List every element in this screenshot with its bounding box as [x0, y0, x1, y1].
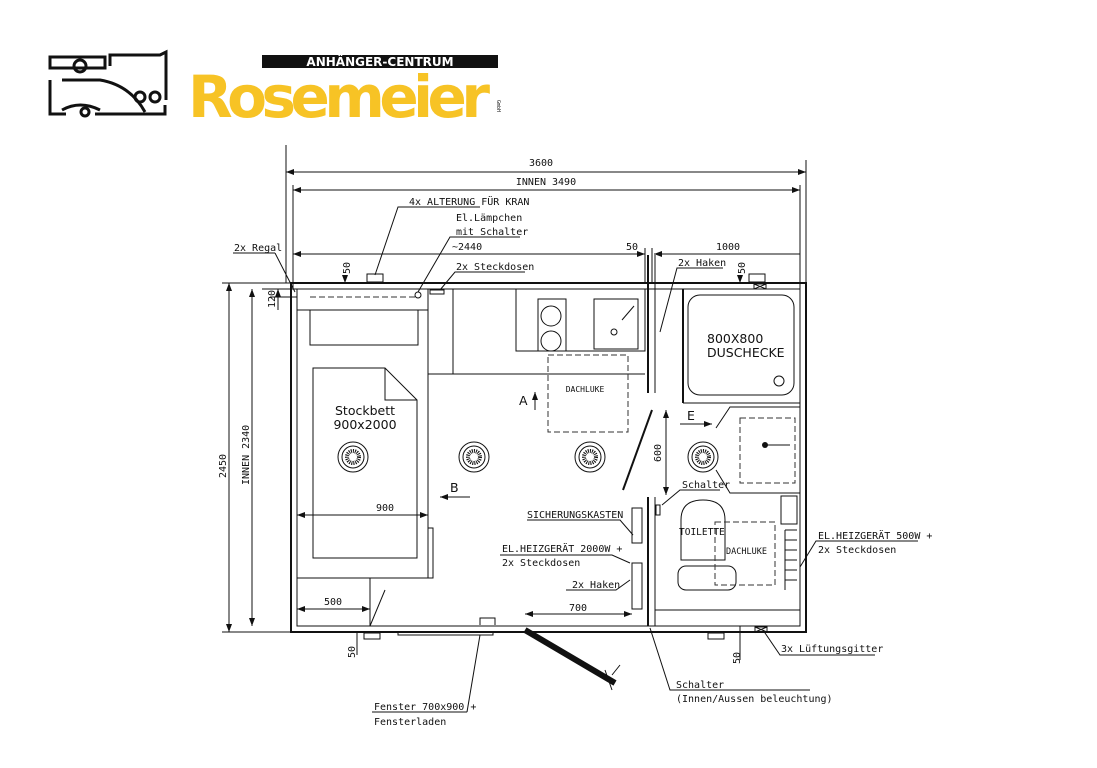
- kitchen-counter: [427, 288, 646, 433]
- view-e-label: E: [687, 408, 695, 423]
- switch-door-label: Schalter: [676, 680, 724, 691]
- dim-offset-bottom-left: 50: [347, 646, 358, 658]
- logo-tagline: ANHÄNGER-CENTRUM: [306, 54, 453, 69]
- dim-bed-width: 900: [376, 503, 394, 514]
- heater-wc-label: EL.HEIZGERÄT 500W +: [818, 529, 932, 542]
- light-icon: [458, 441, 490, 473]
- heater-wc-sockets-label: 2x Steckdosen: [818, 545, 896, 556]
- dim-bathroom-width: 1000: [716, 242, 740, 253]
- bed-label: Stockbett: [335, 403, 395, 418]
- heater-main-label: EL.HEIZGERÄT 2000W +: [502, 542, 622, 555]
- wash-basin: [715, 406, 801, 494]
- logo-name: Rosemeier: [188, 63, 490, 131]
- shelf: [309, 309, 419, 346]
- hob: [537, 298, 567, 352]
- shower-tray: [687, 294, 795, 396]
- bunk-bed: [296, 288, 434, 627]
- dim-wall-length: 600: [653, 444, 664, 462]
- view-a-label: A: [519, 393, 528, 408]
- dimension-lines: [222, 145, 807, 660]
- dim-overall-width: 2450: [218, 454, 229, 478]
- dim-shelf-depth: 120: [267, 290, 278, 308]
- dim-inner-width: INNEN 2340: [241, 425, 252, 485]
- view-b-label: B: [450, 480, 459, 495]
- drain-icon: [610, 328, 618, 336]
- shower-label: DUSCHECKE: [707, 345, 785, 360]
- hooks-top-label: 2x Haken: [678, 258, 726, 269]
- dim-partition-gap: 50: [626, 242, 638, 253]
- fuse-box: [631, 507, 643, 544]
- window: [397, 631, 494, 636]
- dim-offset-top-left: 50: [342, 262, 353, 274]
- hotplate-icon: [540, 330, 562, 352]
- window-handle: [479, 617, 496, 625]
- shelf-label: 2x Regal: [234, 243, 282, 254]
- sink: [593, 298, 639, 350]
- vents-label: 3x Lüftungsgitter: [781, 644, 883, 655]
- hotplate-icon: [540, 305, 562, 327]
- company-logo: ANHÄNGER-CENTRUM Rosemeier GmbH: [48, 49, 501, 131]
- roof-hatch-kitchen-label: DACHLUKE: [566, 385, 605, 394]
- socket-icon: [429, 289, 445, 295]
- logo-suffix: GmbH: [495, 100, 501, 112]
- roof-hatch-kitchen: [547, 354, 629, 433]
- heater-2000w: [631, 562, 643, 610]
- window-label: Fenster 700x900 +: [374, 702, 476, 713]
- light-icon: [337, 441, 369, 473]
- trailer-logo-icon: [48, 49, 168, 118]
- dim-door-width: 700: [569, 603, 587, 614]
- switch-wc-label: Schalter: [682, 480, 730, 491]
- switch-door-detail-label: (Innen/Aussen beleuchtung): [676, 694, 833, 705]
- hooks-bottom-label: 2x Haken: [572, 580, 620, 591]
- dim-offset-bottom-right: 50: [732, 652, 743, 664]
- leader-lines: [233, 206, 918, 713]
- light-icon: [687, 441, 719, 473]
- vent-grille-icon: [753, 283, 768, 633]
- dim-corner-width: 500: [324, 597, 342, 608]
- entrance-door: [523, 627, 621, 691]
- fuse-box-label: SICHERUNGSKASTEN: [527, 510, 623, 521]
- lamp-switch-label: mit Schalter: [456, 227, 528, 238]
- switch-icon: [655, 504, 661, 516]
- dim-approx-length: ~2440: [452, 242, 482, 253]
- sockets-top-label: 2x Steckdosen: [456, 262, 534, 273]
- crane-lifting-points: [363, 273, 766, 640]
- container-walls: [290, 255, 807, 633]
- lamp-label: El.Lämpchen: [456, 213, 522, 224]
- interior-door: [622, 409, 653, 491]
- light-icon: [574, 441, 606, 473]
- heater-main-sockets-label: 2x Steckdosen: [502, 558, 580, 569]
- ceiling-lights: [337, 441, 719, 473]
- dim-inner-length: INNEN 3490: [516, 177, 576, 188]
- dim-offset-top-right: 50: [737, 262, 748, 274]
- lamp-icon: [414, 291, 422, 299]
- toilet-label: TOILETTE: [679, 527, 725, 538]
- roof-hatch-wc-label: DACHLUKE: [726, 547, 767, 557]
- toilet: [677, 495, 798, 591]
- shower-size-label: 800X800: [707, 331, 763, 346]
- crane-label: 4x ALTERUNG FÜR KRAN: [409, 195, 529, 208]
- dim-overall-length: 3600: [529, 158, 553, 169]
- window-shutter-label: Fensterladen: [374, 717, 446, 728]
- bed-size-label: 900x2000: [333, 417, 396, 432]
- shower-drain-icon: [773, 375, 785, 387]
